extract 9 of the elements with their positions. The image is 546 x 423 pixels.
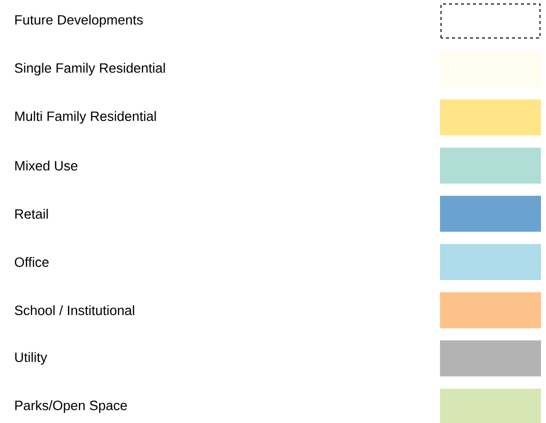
legend-label: Retail	[15, 208, 48, 219]
legend-label: Utility	[15, 352, 48, 365]
legend-label: Single Family Residential	[14, 62, 165, 76]
legend-label: Multi Family Residential	[15, 111, 156, 124]
legend-label: School / Institutional	[14, 305, 134, 316]
legend-label: Mixed Use	[15, 160, 78, 171]
legend-label: Parks/Open Space	[15, 400, 127, 413]
legend-label: Future Developments	[15, 14, 143, 28]
legend-label: Office	[14, 257, 49, 267]
